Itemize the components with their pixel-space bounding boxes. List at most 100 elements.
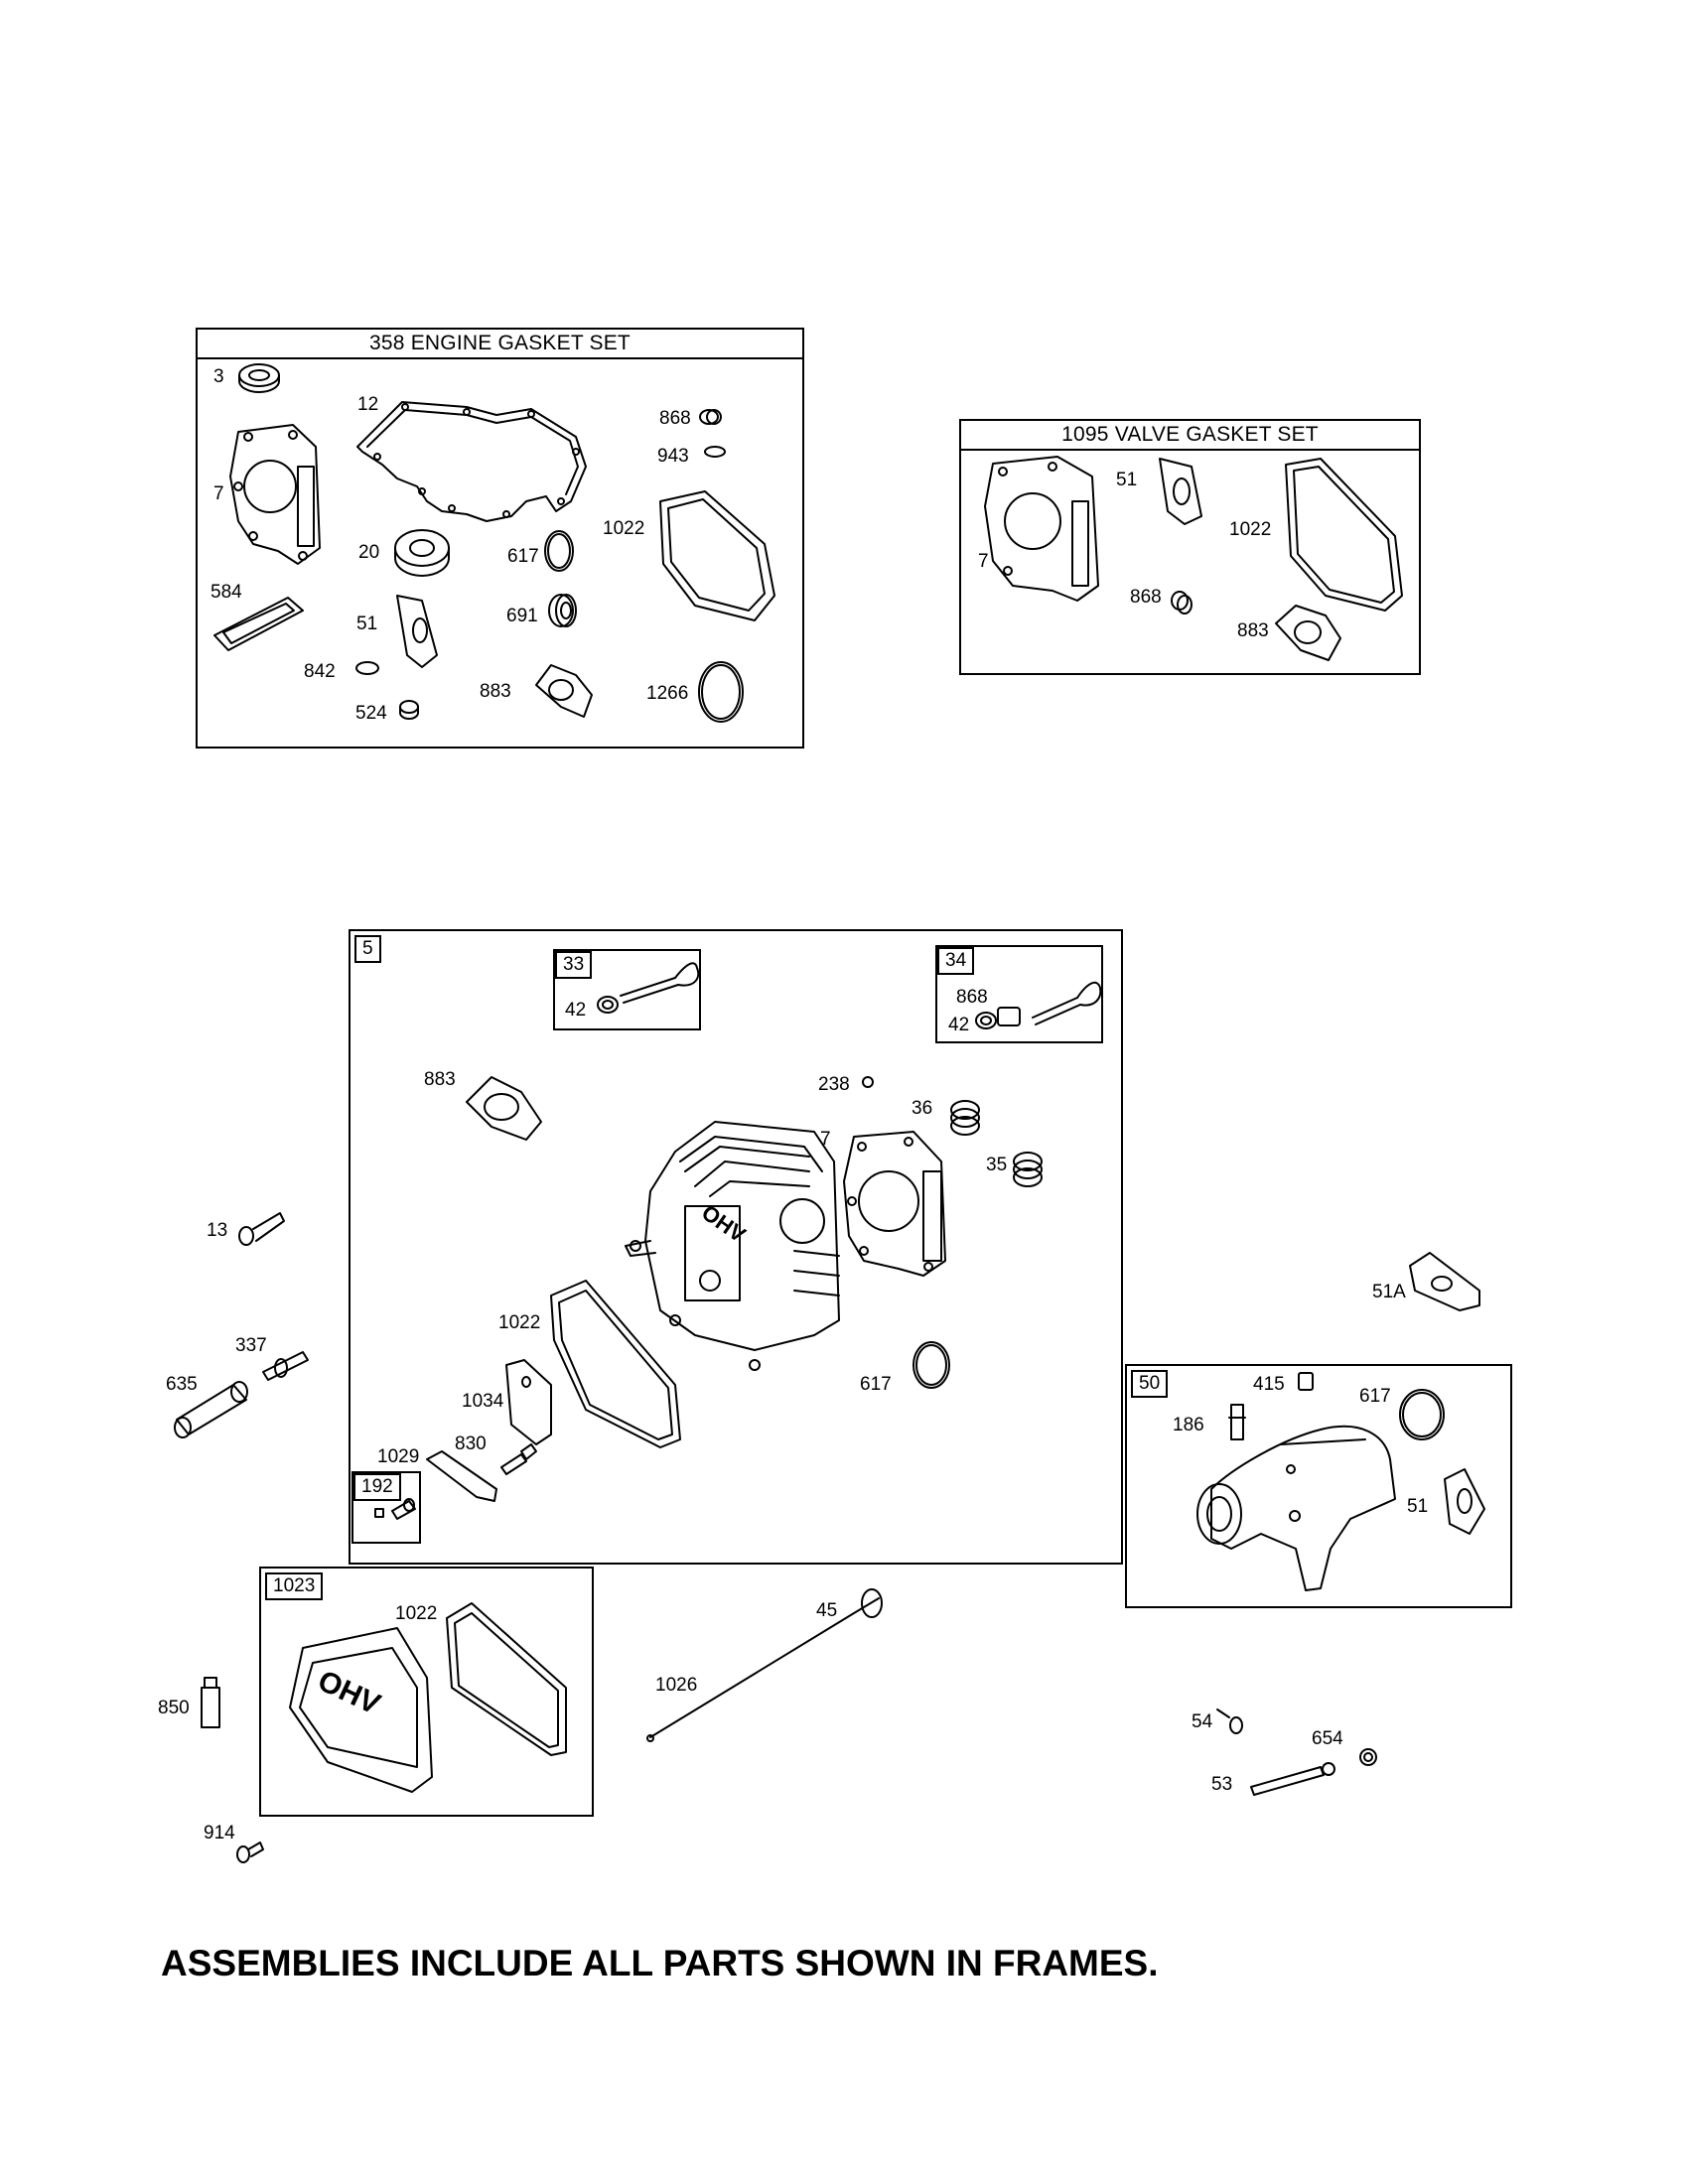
intake-tag: 50 <box>1131 1370 1169 1398</box>
valve-seal-868-icon <box>1171 591 1193 614</box>
label-850: 850 <box>158 1698 190 1718</box>
valve-45-icon <box>853 1588 883 1618</box>
valve-gasket-set-title: 1095 VALVE GASKET SET <box>961 421 1419 451</box>
intake-label-415: 415 <box>1253 1374 1285 1395</box>
intake-gasket-51-icon <box>1444 1468 1485 1535</box>
subframe-192: 192 <box>351 1471 421 1544</box>
label-3: 3 <box>213 366 224 387</box>
screw-192-icon <box>374 1498 416 1520</box>
intake-label-617: 617 <box>1359 1386 1391 1407</box>
valve-gasket-set-frame: 1095 VALVE GASKET SET <box>959 419 1421 675</box>
label-654: 654 <box>1312 1728 1343 1749</box>
label-51: 51 <box>356 614 378 634</box>
rocker-1029-icon <box>426 1450 497 1502</box>
spring-36-icon <box>950 1100 980 1136</box>
valve-label-7: 7 <box>978 551 989 572</box>
engine-gasket-set-title: 358 ENGINE GASKET SET <box>198 330 802 359</box>
head-label-238: 238 <box>818 1074 850 1095</box>
cover-label-1022: 1022 <box>395 1603 438 1624</box>
oring-617-icon <box>912 1341 950 1389</box>
seal-20-icon <box>394 529 450 577</box>
tube-635-icon <box>174 1381 248 1438</box>
subframe-33: 33 <box>553 949 701 1030</box>
seal-3-icon <box>238 363 280 393</box>
valve-cover-icon: OHV <box>289 1627 433 1793</box>
tag-192: 192 <box>353 1473 401 1501</box>
rocker-gasket-1022-icon <box>659 490 775 621</box>
valve-rocker-gasket-1022-icon <box>1285 458 1403 612</box>
fitting-830-icon <box>500 1443 537 1475</box>
label-337: 337 <box>235 1335 267 1356</box>
valve-label-51: 51 <box>1116 470 1138 490</box>
cylinder-head-tag: 5 <box>354 935 381 963</box>
oring-1266-icon <box>698 661 744 723</box>
plug-524-icon <box>399 700 419 720</box>
label-943: 943 <box>657 446 689 467</box>
oring-617-icon <box>544 530 574 572</box>
head-label-7: 7 <box>820 1129 831 1150</box>
bolt-54-icon <box>1216 1708 1243 1734</box>
label-53: 53 <box>1211 1774 1233 1795</box>
label-584: 584 <box>210 582 242 603</box>
gasket-883-icon <box>535 664 593 718</box>
label-7: 7 <box>213 483 224 504</box>
label-12: 12 <box>357 394 379 415</box>
cap-415-icon <box>1298 1372 1314 1391</box>
valve-label-868: 868 <box>1130 587 1162 608</box>
rocker-gasket-1022-icon <box>550 1280 681 1448</box>
label-691: 691 <box>506 606 538 626</box>
label-34-868: 868 <box>956 987 988 1008</box>
valve-gasket-51-icon <box>1159 458 1202 525</box>
intake-label-186: 186 <box>1173 1415 1204 1435</box>
stud-53-icon <box>1250 1762 1335 1796</box>
label-524: 524 <box>355 703 387 724</box>
tag-34: 34 <box>937 947 975 975</box>
intake-manifold-icon <box>1196 1425 1396 1591</box>
valve-cover-tag: 1023 <box>265 1572 324 1600</box>
crankcase-gasket-12-icon <box>356 401 587 522</box>
label-1026: 1026 <box>655 1675 698 1696</box>
sealant-850-icon <box>201 1677 220 1728</box>
ball-238-icon <box>862 1076 874 1088</box>
subframe-34: 34 <box>935 945 1103 1043</box>
label-20: 20 <box>358 542 380 563</box>
valve-cover-frame: 1023 <box>259 1567 594 1817</box>
label-1022: 1022 <box>603 518 645 539</box>
seal-691-icon <box>548 594 577 627</box>
nut-654-icon <box>1359 1748 1377 1766</box>
valve-label-883: 883 <box>1237 620 1269 641</box>
gasket-51A-icon <box>1409 1252 1480 1311</box>
valve-gasket-883-icon <box>1275 605 1341 661</box>
seal-868-icon <box>699 409 722 425</box>
bolt-13-icon <box>238 1212 285 1246</box>
cylinder-head-frame: 5 <box>349 929 1123 1565</box>
label-13: 13 <box>207 1220 228 1241</box>
head-gasket-7-icon <box>843 1131 946 1277</box>
label-914: 914 <box>204 1823 235 1843</box>
oring-842-icon <box>355 661 379 675</box>
label-635: 635 <box>166 1374 198 1395</box>
head-label-830: 830 <box>455 1433 487 1454</box>
label-1266: 1266 <box>646 683 689 704</box>
intake-label-51: 51 <box>1407 1496 1429 1517</box>
label-883: 883 <box>480 681 511 702</box>
head-label-1034: 1034 <box>462 1391 504 1412</box>
head-label-35: 35 <box>986 1155 1008 1175</box>
valve-33-icon <box>597 962 700 1014</box>
valve-34-icon <box>975 981 1102 1029</box>
head-label-1022: 1022 <box>498 1312 541 1333</box>
pushrod-1026-icon <box>646 1612 855 1742</box>
tag-33: 33 <box>555 951 593 979</box>
cover-gasket-1022-icon <box>446 1602 567 1756</box>
intake-frame: 50 <box>1125 1364 1512 1608</box>
ohv-logo-text: OHV <box>313 1664 385 1720</box>
head-label-883: 883 <box>424 1069 456 1090</box>
label-51A: 51A <box>1372 1282 1406 1302</box>
valve-label-1022: 1022 <box>1229 519 1272 540</box>
valve-head-gasket-7-icon <box>984 456 1099 602</box>
oring-943-icon <box>704 446 726 458</box>
label-54: 54 <box>1192 1711 1213 1732</box>
label-33-42: 42 <box>565 1000 587 1021</box>
label-45: 45 <box>816 1600 838 1621</box>
